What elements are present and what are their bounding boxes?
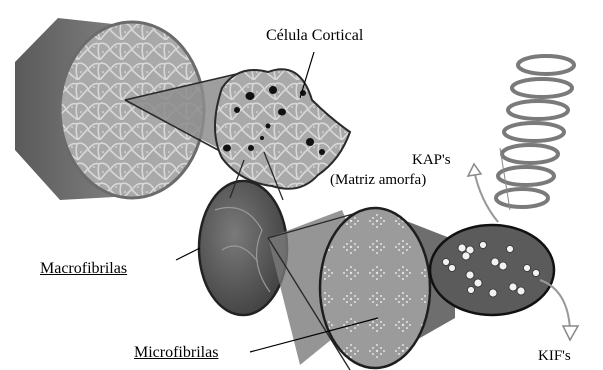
label-kaps: KAP's: [412, 152, 451, 169]
filament-bundle-icon: [430, 225, 554, 315]
label-macrofibrilas: Macrofibrilas: [40, 260, 127, 278]
label-celula-cortical: Célula Cortical: [266, 27, 363, 45]
label-matriz-amorfa: (Matriz amorfa): [330, 172, 426, 189]
arrow-icon: [563, 326, 578, 340]
label-kifs: KIF's: [538, 348, 571, 365]
label-microfibrilas: Microfibrilas: [134, 344, 218, 362]
arrow-icon: [468, 164, 481, 176]
macrofibril-leader-line: [176, 248, 200, 260]
intermediate-filament-coil-icon: [496, 56, 574, 207]
cortical-cell-icon: [215, 69, 350, 189]
